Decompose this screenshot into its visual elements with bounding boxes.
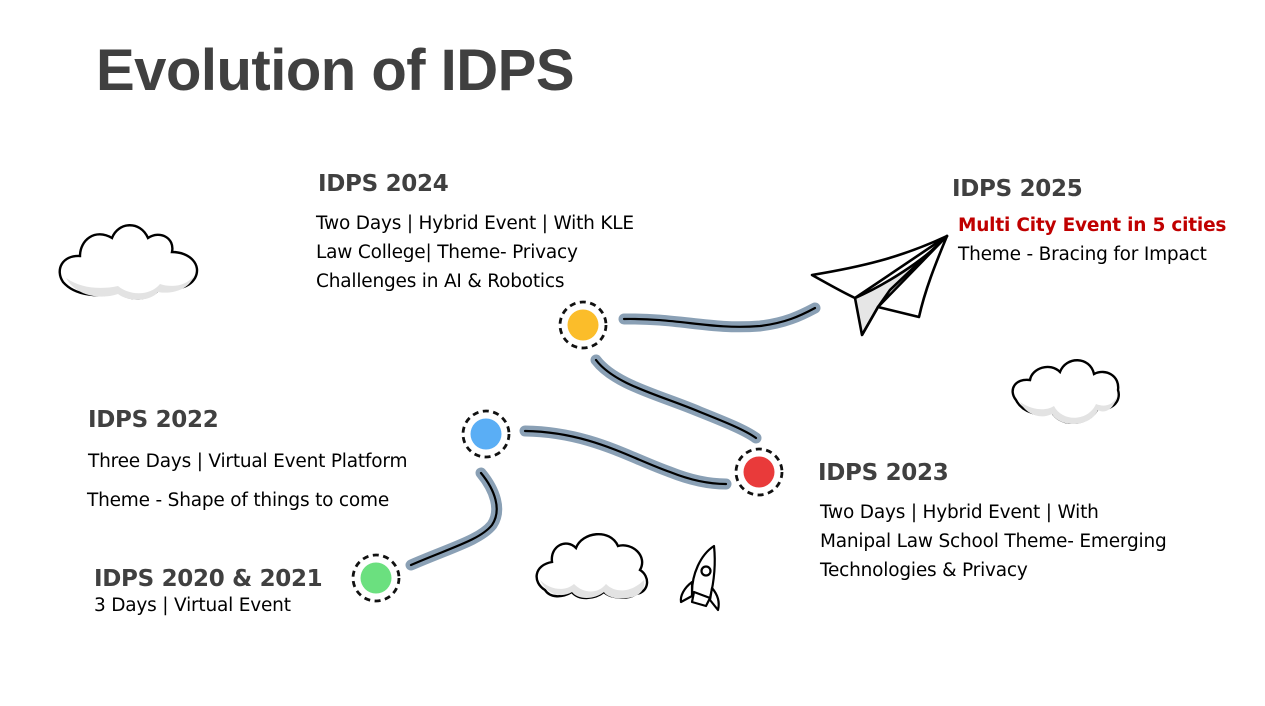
milestone-detail: Law College| Theme- Privacy [316,242,578,263]
marker-dot [360,562,392,594]
cloud-icon [535,532,649,600]
marker-dot [743,456,775,488]
milestone-detail: Challenges in AI & Robotics [316,271,565,292]
milestone-detail: Manipal Law School Theme- Emerging [820,531,1167,552]
milestone-detail: Theme - Shape of things to come [87,490,390,511]
milestone-heading: IDPS 2022 [88,407,219,433]
milestone-detail: Three Days | Virtual Event Platform [88,451,408,472]
milestone-heading: IDPS 2023 [818,460,949,486]
marker-dot [470,418,502,450]
cloud-icon [1011,359,1120,425]
slide-title: Evolution of IDPS [96,38,575,103]
milestone-heading: IDPS 2025 [952,176,1083,202]
milestone-detail: Theme - Bracing for Impact [958,244,1207,265]
path-segment-2022-2023 [519,425,732,490]
paper-plane-icon [810,234,949,337]
milestone-2025: IDPS 2025 Multi City Event in 5 cities T… [952,174,1226,269]
path-segment-2023-2024 [590,354,762,444]
milestone-detail: 3 Days | Virtual Event [94,595,291,616]
marker-2022 [461,409,511,459]
marker-2020-2021 [351,553,401,603]
marker-2023 [734,447,784,497]
marker-2024 [558,300,608,350]
milestone-2024: IDPS 2024 Two Days | Hybrid Event | With… [316,169,634,296]
milestone-2022: IDPS 2022 Three Days | Virtual Event Pla… [87,405,408,515]
milestone-highlight: Multi City Event in 5 cities [958,215,1227,236]
path-segment-2020-2022 [405,467,503,571]
milestone-2023: IDPS 2023 Two Days | Hybrid Event | With… [818,458,1167,585]
milestone-heading: IDPS 2024 [318,171,449,197]
milestone-detail: Technologies & Privacy [820,560,1028,581]
milestone-detail: Two Days | Hybrid Event | With [820,502,1099,523]
marker-dot [567,309,599,341]
path-segment-2024-2025 [618,302,821,333]
milestone-detail: Two Days | Hybrid Event | With KLE [316,213,634,234]
milestone-heading: IDPS 2020 & 2021 [94,566,323,592]
cloud-icon [58,224,199,300]
milestone-2020-2021: IDPS 2020 & 2021 3 Days | Virtual Event [94,564,323,620]
rocket-icon [679,544,720,612]
